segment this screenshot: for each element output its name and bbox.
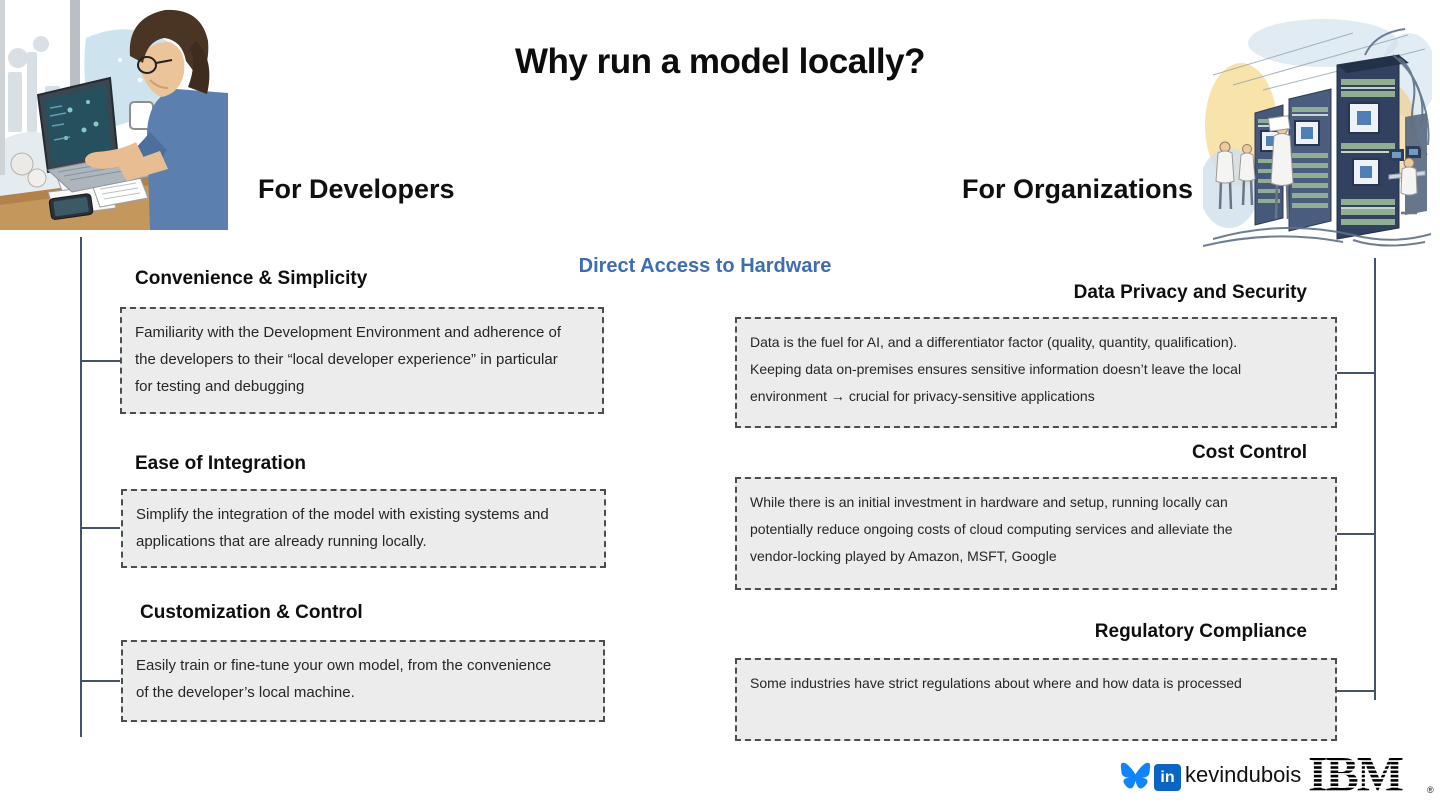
- card-body: Data is the fuel for AI, and a different…: [750, 334, 1242, 404]
- connector-rail-right: [1374, 258, 1376, 700]
- column-header-organizations: For Organizations: [962, 174, 1194, 204]
- ibm-logo-text: IBM: [1308, 751, 1403, 797]
- card-box-convenience: Familiarity with the Development Environ…: [120, 307, 604, 414]
- card-heading-integration: Ease of Integration: [135, 453, 307, 474]
- social-handle: kevindubois: [1185, 762, 1302, 787]
- developer-at-laptop-illustration: [0, 0, 228, 230]
- card-box-cost: While there is an initial investment in …: [735, 477, 1337, 590]
- card-heading-regulatory: Regulatory Compliance: [1094, 621, 1307, 642]
- card-box-customization: Easily train or fine-tune your own model…: [121, 640, 605, 722]
- linkedin-glyph: in: [1160, 768, 1175, 786]
- card-box-integration: Simplify the integration of the model wi…: [121, 489, 606, 568]
- card-body: While there is an initial investment in …: [750, 494, 1233, 564]
- bluesky-butterfly-icon: [1120, 762, 1151, 789]
- card-body: Simplify the integration of the model wi…: [136, 506, 549, 550]
- slide-title: Why run a model locally?: [514, 42, 926, 81]
- connector-branch: [82, 527, 120, 529]
- datacenter-servers-illustration: [1203, 13, 1432, 252]
- connector-branch: [1337, 690, 1374, 692]
- card-heading-convenience: Convenience & Simplicity: [135, 268, 368, 289]
- connector-branch: [82, 360, 120, 362]
- card-box-regulatory: Some industries have strict regulations …: [735, 658, 1337, 741]
- card-heading-cost: Cost Control: [1191, 442, 1307, 463]
- direct-access-callout: Direct Access to Hardware: [578, 255, 832, 277]
- column-header-developers: For Developers: [258, 174, 455, 204]
- ibm-logo: IBM: [1308, 751, 1405, 797]
- registered-trademark: ®: [1427, 785, 1434, 795]
- card-heading-customization: Customization & Control: [140, 602, 363, 623]
- card-box-privacy: Data is the fuel for AI, and a different…: [735, 317, 1337, 428]
- card-body: Familiarity with the Development Environ…: [135, 324, 562, 395]
- connector-branch: [1337, 372, 1374, 374]
- connector-rail-left: [80, 237, 82, 737]
- connector-branch: [1337, 533, 1374, 535]
- linkedin-icon: in: [1154, 764, 1181, 791]
- card-body: Some industries have strict regulations …: [750, 675, 1242, 691]
- connector-branch: [82, 680, 120, 682]
- card-body: Easily train or fine-tune your own model…: [136, 657, 552, 701]
- card-heading-privacy: Data Privacy and Security: [1073, 282, 1307, 303]
